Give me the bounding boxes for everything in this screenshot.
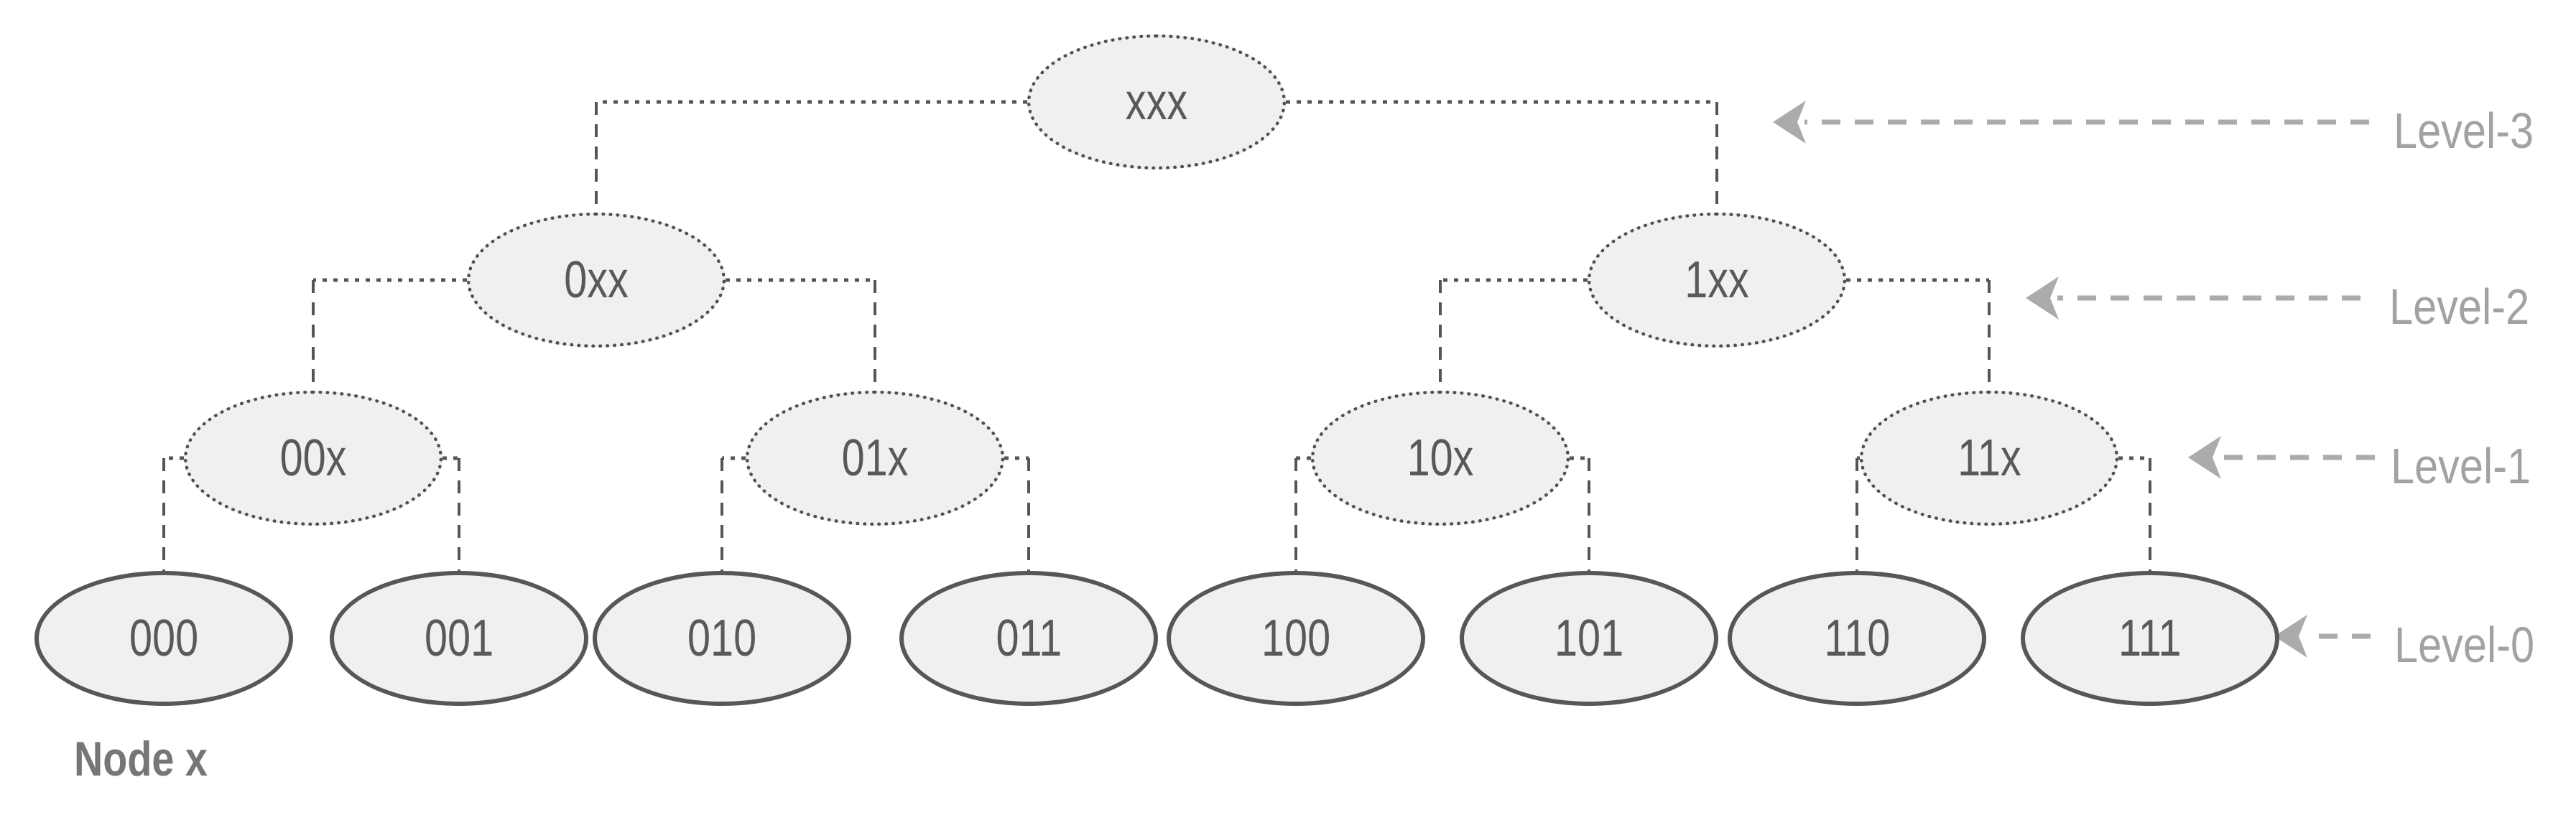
tree-node-xxx: xxx (1027, 34, 1286, 169)
tree-node-001-label: 001 (424, 610, 494, 667)
tree-node-101-label: 101 (1554, 610, 1624, 667)
level-arrows (1804, 119, 2375, 639)
tree-node-11x: 11x (1860, 391, 2118, 526)
tree-connectors-vertical (162, 102, 2151, 571)
node-x-caption: Node x (74, 731, 237, 787)
tree-node-100-label: 100 (1261, 610, 1331, 667)
tree-node-101: 101 (1460, 571, 1718, 706)
tree-node-0xx-label: 0xx (564, 251, 629, 309)
tree-node-110-label: 110 (1824, 610, 1890, 667)
tree-node-00x: 00x (184, 391, 443, 526)
level-0-arrowhead-icon (2274, 615, 2307, 658)
tree-node-10x: 10x (1311, 391, 1570, 526)
tree-node-1xx: 1xx (1588, 213, 1846, 348)
level-arrowheads (1773, 101, 2307, 658)
tree-node-01x: 01x (746, 391, 1004, 526)
tree-node-11x-label: 11x (1957, 429, 2021, 487)
tree-node-00x-label: 00x (279, 429, 347, 487)
level-2-arrowhead-icon (2026, 276, 2059, 320)
level-label-2-text: Level-2 (2389, 279, 2530, 335)
tree-node-111-label: 111 (2118, 610, 2182, 667)
tree-node-10x-label: 10x (1407, 429, 1474, 487)
level-1-arrowhead-icon (2188, 436, 2221, 479)
tree-node-1xx-label: 1xx (1685, 251, 1749, 309)
tree-node-011: 011 (899, 571, 1158, 706)
tree-node-000: 000 (34, 571, 293, 706)
level-label-0: Level-0 (2394, 616, 2559, 674)
level-label-3: Level-3 (2394, 102, 2559, 159)
level-3-arrowhead-icon (1773, 101, 1806, 144)
level-label-3-text: Level-3 (2394, 103, 2534, 159)
tree-node-000-label: 000 (129, 610, 199, 667)
tree-node-100: 100 (1167, 571, 1425, 706)
tree-node-010-label: 010 (687, 610, 757, 667)
level-label-1: Level-1 (2391, 437, 2556, 495)
level-label-2: Level-2 (2389, 278, 2554, 335)
tree-node-010: 010 (593, 571, 851, 706)
tree-node-01x-label: 01x (841, 429, 909, 487)
level-label-1-text: Level-1 (2391, 438, 2531, 494)
tree-node-110: 110 (1728, 571, 1986, 706)
tree-connectors-horizontal (164, 100, 2150, 460)
tree-node-011-label: 011 (996, 610, 1062, 667)
tree-node-0xx: 0xx (467, 213, 726, 348)
tree-node-001: 001 (330, 571, 588, 706)
level-label-0-text: Level-0 (2394, 617, 2535, 673)
tree-node-xxx-label: xxx (1125, 73, 1188, 131)
node-x-caption-text: Node x (74, 732, 208, 786)
tree-node-111: 111 (2021, 571, 2279, 706)
